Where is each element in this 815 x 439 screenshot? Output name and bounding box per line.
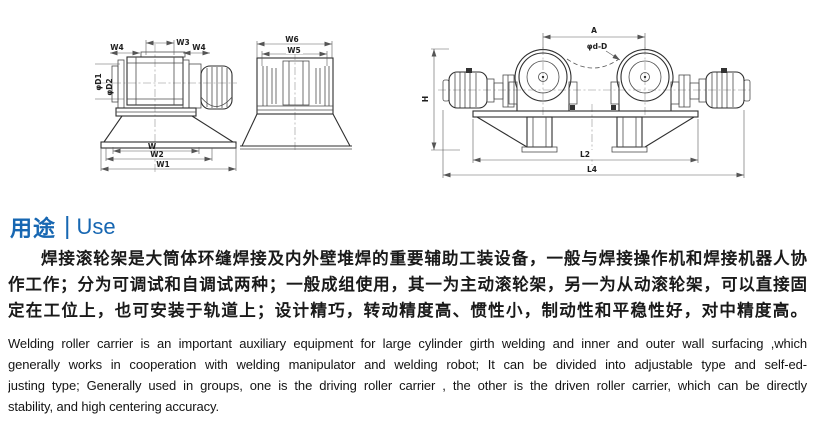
dim-label-dd: φd-D — [587, 42, 608, 51]
assembly-view-drawing: A φd-D H L2 L4 — [421, 26, 751, 178]
dim-label-d1: φD1 — [94, 73, 103, 90]
pedestal-base — [100, 107, 237, 149]
right-motor — [678, 68, 751, 109]
drive-motor — [188, 63, 233, 110]
housing — [256, 57, 334, 115]
dim-label-l4: L4 — [587, 165, 597, 174]
en-line-1: Welding roller carrier is an important a… — [8, 336, 807, 351]
roller-drum — [126, 51, 186, 106]
dim-label-w3: W3 — [176, 38, 190, 47]
dim-label-w: W — [148, 142, 157, 151]
technical-drawings: W3 W4 W4 φD1 φD2 W W2 W1 — [94, 26, 751, 178]
support-brackets — [111, 59, 190, 109]
heading-zh: 用途 — [10, 216, 57, 241]
workpiece-arc — [566, 58, 620, 69]
dim-label-d2: φD2 — [105, 78, 114, 95]
dim-label-w4-right: W4 — [192, 43, 206, 52]
zh-line-2: 作工作；分为可调试和自调试两种；一般成组使用，其一为主动滚轮架，另一为从动滚轮架… — [8, 276, 807, 294]
heading-divider: | — [64, 211, 71, 240]
intro-paragraph-zh: 焊接滚轮架是大筒体环缝焊接及内外壁堆焊的重要辅助工装设备，一般与焊接操作机和焊接… — [8, 246, 807, 324]
zh-line-3: 定在工位上，也可安装于轨道上；设计精巧，转动精度高、惯性小，制动性和平稳性好，对… — [8, 302, 807, 320]
dim-label-a: A — [591, 26, 597, 35]
dim-label-w1: W1 — [156, 160, 170, 169]
en-line-4: stability, and high centering accuracy. — [8, 399, 219, 414]
heading-en: Use — [76, 214, 116, 239]
dim-label-w5: W5 — [287, 46, 301, 55]
pedestal-base — [240, 113, 352, 150]
section-heading: 用途 | Use — [10, 211, 116, 243]
en-line-3: justing type; Generally used in groups, … — [8, 378, 807, 393]
side-view-drawing: W6 W5 — [240, 35, 352, 152]
base-frame — [472, 105, 699, 153]
dim-label-w2: W2 — [150, 150, 164, 159]
zh-line-1: 焊接滚轮架是大筒体环缝焊接及内外壁堆焊的重要辅助工装设备，一般与焊接操作机和焊接… — [41, 250, 807, 268]
left-motor — [442, 68, 515, 109]
dim-label-w6: W6 — [285, 35, 299, 44]
en-line-2: generally works in cooperation with weld… — [8, 357, 807, 372]
dim-label-l2: L2 — [580, 150, 590, 159]
front-view-drawing: W3 W4 W4 φD1 φD2 W W2 W1 — [94, 38, 237, 172]
dim-label-h: H — [421, 96, 430, 102]
dim-label-w4-left: W4 — [110, 43, 124, 52]
left-roller — [508, 49, 578, 111]
intro-paragraph-en: Welding roller carrier is an important a… — [8, 333, 807, 417]
